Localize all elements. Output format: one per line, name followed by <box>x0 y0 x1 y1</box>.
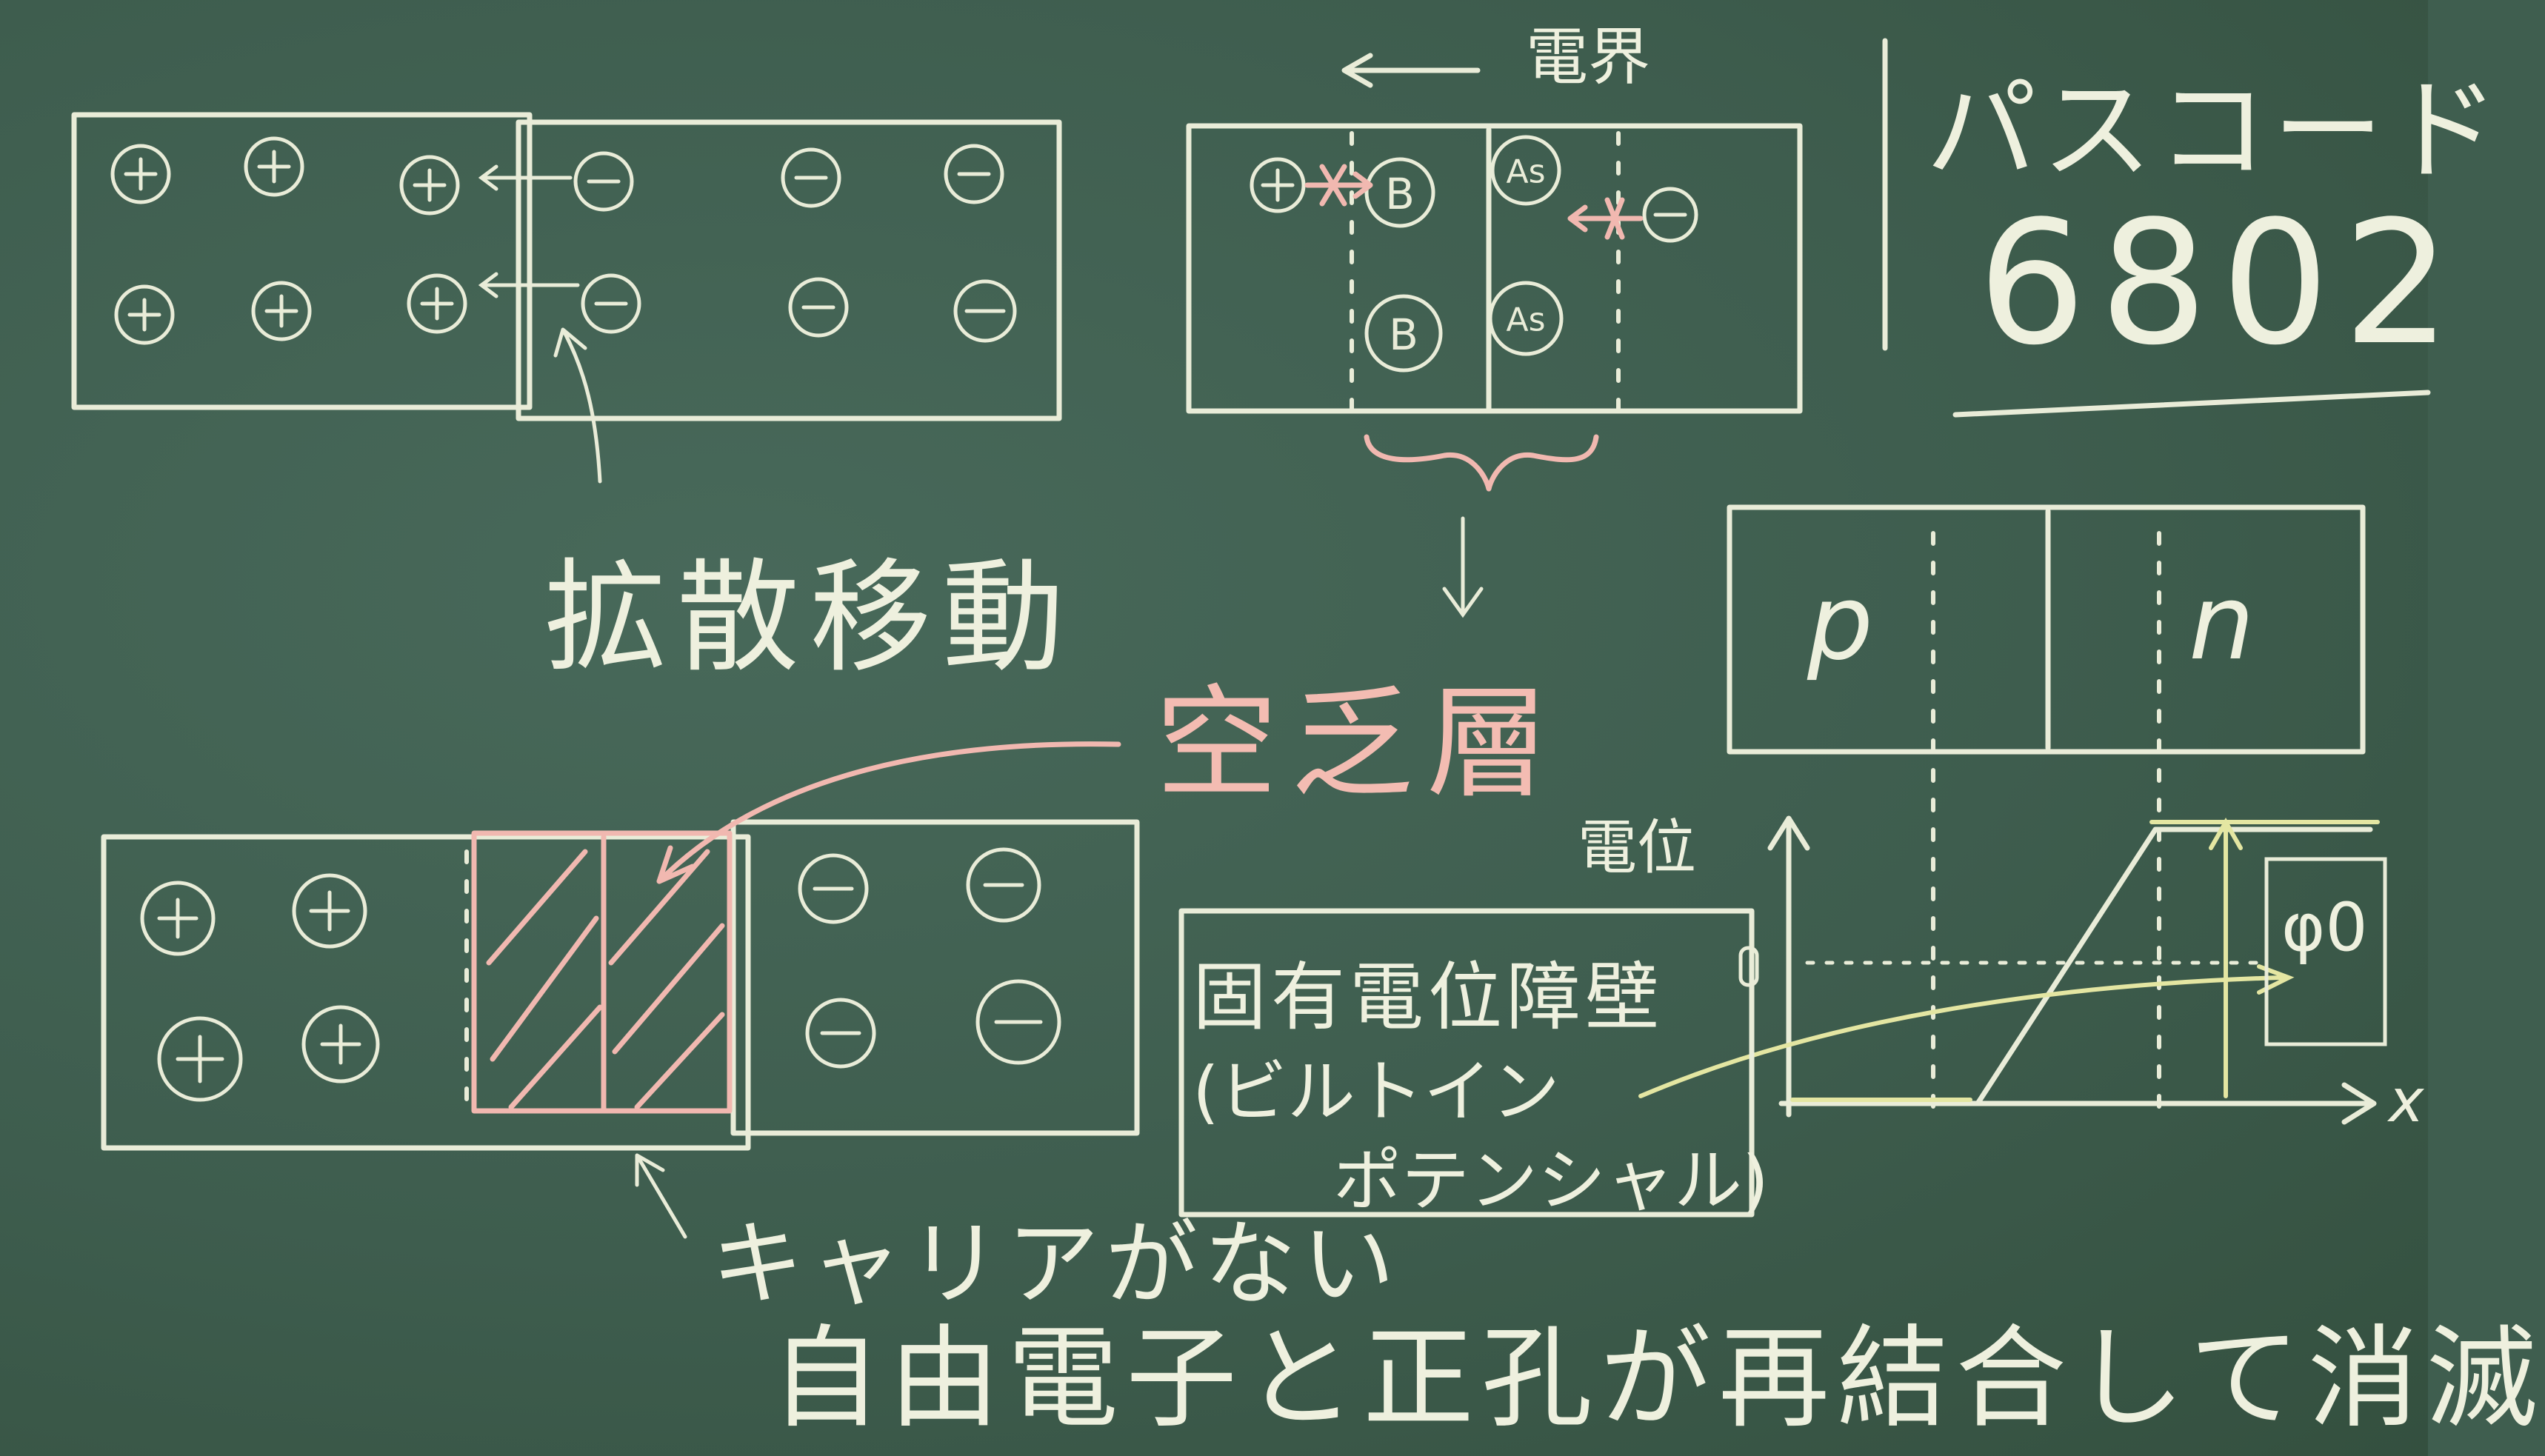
no-carrier-label: キャリアがない <box>711 1211 1401 1318</box>
arsenic-ion-1 <box>1490 135 1561 206</box>
brace <box>1364 434 1599 492</box>
passcode-code: 6802 <box>1978 185 2465 383</box>
barrier-sub2: ポテンシャル) <box>1333 1141 1769 1220</box>
arsenic-label-1: As <box>1506 153 1545 191</box>
pn-bar <box>1727 504 2366 755</box>
junction-block <box>1186 123 1803 414</box>
boron-ion-2 <box>1364 294 1443 373</box>
yellow-levels <box>1790 820 2380 1102</box>
blocked-arrow-electron <box>1567 197 1644 240</box>
origin-zero <box>1738 946 1759 987</box>
pointer-arrow-nocarrier <box>635 1153 687 1239</box>
phi-box <box>2264 857 2387 1046</box>
boron-label-2: B <box>1389 310 1418 360</box>
passcode-underline <box>1952 390 2431 418</box>
depletion-pointer <box>656 741 1121 884</box>
barrier-sub1: (ビルトイン <box>1193 1052 1560 1132</box>
pointer-arrow-diffusion <box>553 327 602 484</box>
field-arrow <box>1341 53 1481 88</box>
y-axis <box>1767 815 1810 1118</box>
electron-symbols <box>573 144 1017 343</box>
brace-arrow <box>1442 516 1484 618</box>
recombine-label: 自由電子と正孔が再結合して消滅 <box>770 1315 2545 1443</box>
barrier-box <box>1178 908 1755 1218</box>
hole-symbols <box>110 136 467 345</box>
blocked-arrow-hole <box>1304 164 1373 207</box>
hatching <box>486 849 725 1110</box>
diffusion-label: 拡散移動 <box>544 547 1075 689</box>
n-label: n <box>2189 563 2255 684</box>
boron-label-1: B <box>1385 169 1415 219</box>
depletion-diagram <box>101 741 1140 1239</box>
potential-diagram <box>1638 504 2387 1125</box>
barrier-title: 固有電位障壁 <box>1193 954 1664 1041</box>
arsenic-label-2: As <box>1506 301 1545 339</box>
field-diagram: B B As As <box>1186 53 1803 618</box>
field-label: 電界 <box>1526 21 1651 93</box>
p-block-bottom <box>101 834 751 1151</box>
x-axis-label: x <box>2389 1066 2424 1135</box>
chalk-drawings: B B As As <box>71 38 2431 1239</box>
n-block-bottom <box>730 819 1140 1136</box>
p-block-top-left <box>71 112 533 410</box>
barrier-pointer <box>1638 964 2295 1098</box>
arsenic-ion-2 <box>1488 281 1564 356</box>
passcode-label: パスコード <box>1926 67 2504 196</box>
potential-curve <box>1789 826 2373 1106</box>
diffusion-diagram <box>71 112 1062 484</box>
boron-ion-1 <box>1364 157 1435 228</box>
arrow-left-2 <box>478 272 580 298</box>
phi0-label: φ0 <box>2281 889 2368 966</box>
arrow-left-1 <box>478 164 573 191</box>
potential-label: 電位 <box>1578 813 1696 882</box>
p-label: p <box>1807 563 1873 684</box>
n-block-top-left <box>516 119 1062 421</box>
depletion-label: 空乏層 <box>1155 672 1562 815</box>
